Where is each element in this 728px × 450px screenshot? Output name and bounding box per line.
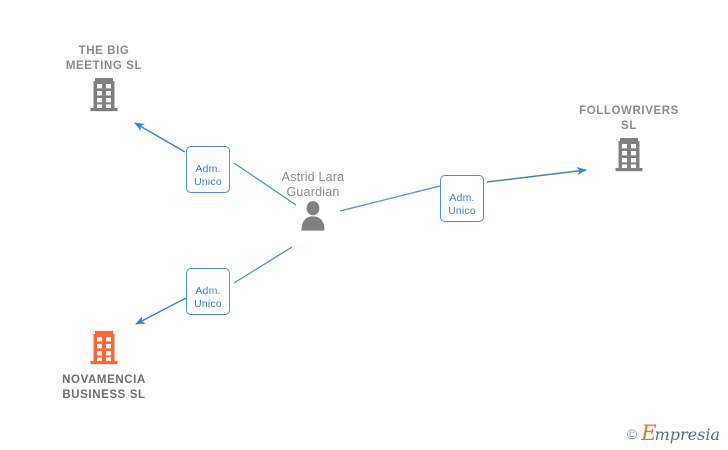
- graph-node-label: THE BIG MEETING SL: [65, 45, 143, 72]
- edge-line-astrid-chip-right: [339, 185, 441, 212]
- edge-chip-adm-unico-novamencia[interactable]: Adm. Unico: [186, 268, 230, 315]
- brand-initial: E: [641, 421, 657, 445]
- edge-line-chip-followrivers: [486, 167, 587, 183]
- copyright-icon: ©: [626, 425, 638, 442]
- graph-node-label: Astrid Lara Guardian: [281, 170, 345, 199]
- edge-chip-label: Adm. Unico: [194, 163, 222, 188]
- graph-node-followrivers[interactable]: FOLLOWRIVERS SL: [549, 104, 709, 177]
- edge-chip-adm-unico-followrivers[interactable]: Adm. Unico: [440, 175, 484, 222]
- person-icon: [233, 200, 393, 236]
- graph-node-novamencia-business[interactable]: NOVAMENCIA BUSINESS SL: [24, 331, 184, 403]
- empresia-watermark: © E mpresia: [627, 423, 720, 444]
- graph-node-label: FOLLOWRIVERS SL: [579, 105, 679, 132]
- building-icon: [549, 138, 709, 177]
- edge-chip-label: Adm. Unico: [448, 192, 476, 217]
- brand-name: mpresia: [654, 425, 720, 444]
- edge-line-astrid-chip-topleft: [233, 162, 297, 206]
- edge-line-chip-thebigmeeting: [134, 122, 186, 153]
- building-icon: [24, 331, 184, 370]
- edge-chip-label: Adm. Unico: [194, 285, 222, 310]
- graph-node-the-big-meeting[interactable]: THE BIG MEETING SL: [24, 44, 184, 117]
- edge-line-chip-novamencia: [135, 296, 189, 325]
- graph-node-label: NOVAMENCIA BUSINESS SL: [62, 374, 146, 401]
- graph-node-astrid-lara-guardian[interactable]: Astrid Lara Guardian: [233, 170, 393, 236]
- edge-chip-adm-unico-the-big-meeting[interactable]: Adm. Unico: [186, 146, 230, 193]
- building-icon: [24, 78, 184, 117]
- edge-line-astrid-chip-bottomleft: [233, 246, 293, 284]
